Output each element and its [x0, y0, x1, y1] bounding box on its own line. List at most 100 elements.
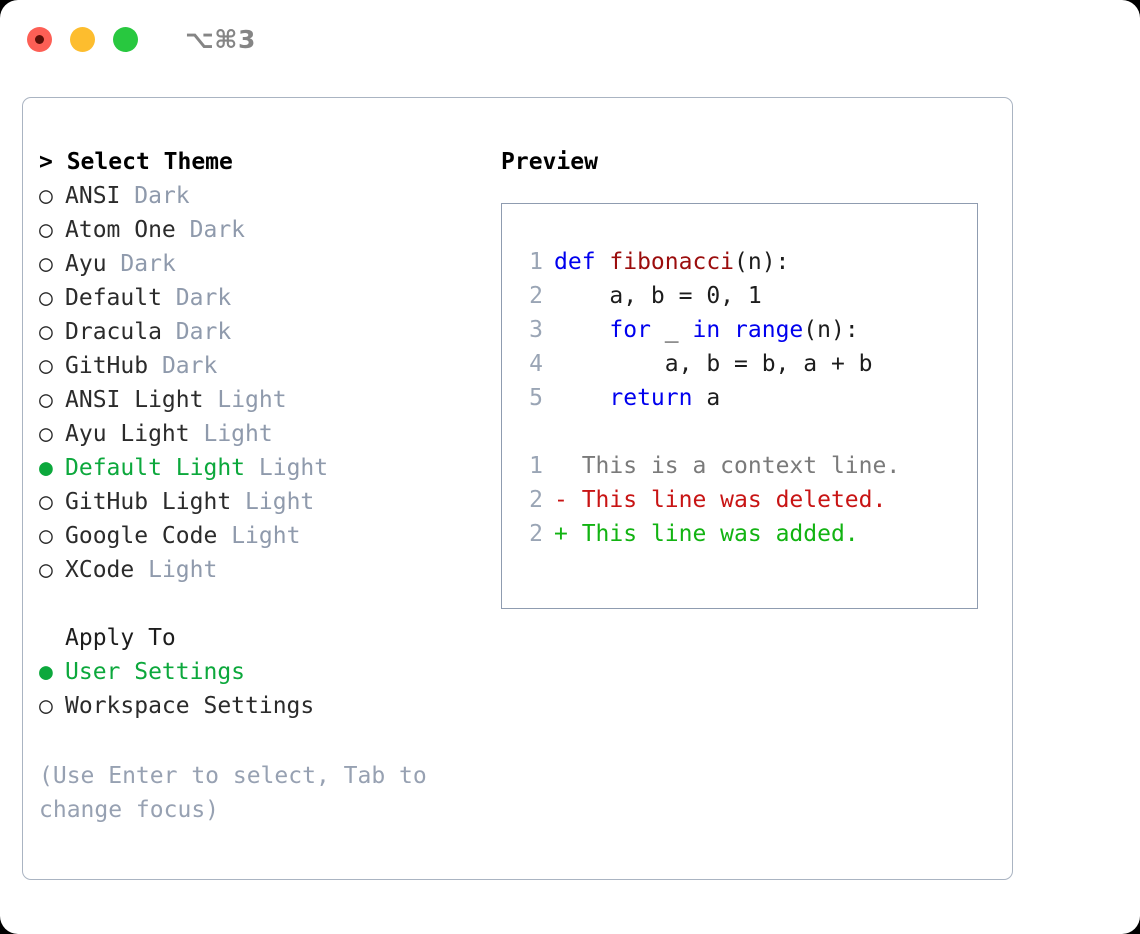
radio-unselected-icon: ○	[39, 319, 53, 345]
theme-option-xcode[interactable]: ○ XCode Light	[39, 553, 494, 587]
theme-name: Dracula	[65, 319, 162, 345]
minimize-button[interactable]	[70, 26, 95, 52]
diff-content: + This line was added.	[554, 521, 859, 547]
theme-option-atom-one[interactable]: ○ Atom One Dark	[39, 213, 494, 247]
code-token: fibonacci	[609, 249, 735, 275]
theme-option-ansi[interactable]: ○ ANSI Dark	[39, 179, 494, 213]
code-token	[720, 317, 734, 343]
select-theme-header: > Select Theme	[39, 145, 494, 179]
theme-variant-tag: Light	[148, 557, 218, 583]
preview-header: Preview	[501, 149, 598, 175]
radio-unselected-icon: ○	[39, 217, 53, 243]
theme-variant-tag: Dark	[189, 217, 246, 243]
select-theme-title: Select Theme	[66, 149, 233, 175]
theme-variant-tag: Dark	[134, 183, 190, 209]
radio-selected-icon: ●	[39, 659, 53, 685]
apply-to-options: ●User Settings ○ Workspace Settings	[39, 655, 494, 723]
theme-option-default-light[interactable]: ●Default Light Light	[39, 451, 494, 485]
line-number: 4	[529, 351, 543, 377]
code-token: return	[609, 385, 693, 411]
line-number: 5	[529, 385, 543, 411]
maximize-button[interactable]	[113, 26, 138, 52]
apply-to-header: Apply To	[65, 625, 176, 651]
theme-name: GitHub Light	[65, 489, 232, 515]
theme-variant-tag: Light	[203, 421, 273, 447]
prompt-caret: >	[39, 149, 67, 175]
code-token: a	[692, 385, 721, 411]
radio-selected-icon: ●	[39, 455, 53, 481]
theme-option-dracula[interactable]: ○ Dracula Dark	[39, 315, 494, 349]
theme-name: ANSI	[65, 183, 121, 209]
theme-selector-column: > Select Theme ○ANSI Dark○Atom One Dark○…	[39, 145, 494, 723]
code-line: 4 a, b = b, a + b	[517, 347, 971, 381]
diff-line-deleted: 2- This line was deleted.	[517, 483, 971, 517]
keyboard-hint: (Use Enter to select, Tab to change focu…	[39, 763, 441, 823]
close-button[interactable]	[27, 26, 52, 52]
theme-option-github[interactable]: ○ GitHub Dark	[39, 349, 494, 383]
theme-variant-tag: Dark	[175, 285, 232, 311]
diff-line-added: 2 + This line was added.	[517, 517, 971, 551]
radio-unselected-icon: ○	[39, 523, 53, 549]
preview-column: Preview	[501, 145, 996, 179]
apply-option-label: Workspace Settings	[65, 693, 315, 719]
radio-unselected-icon: ○	[39, 251, 53, 277]
list-spacer	[39, 587, 494, 621]
theme-option-github-light[interactable]: ○ GitHub Light Light	[39, 485, 494, 519]
theme-option-ayu-light[interactable]: ○Ayu Light Light	[39, 417, 494, 451]
code-token: def	[554, 249, 610, 275]
code-diff-separator	[517, 415, 971, 449]
diff-text: This line was deleted.	[567, 487, 887, 513]
line-number: 2	[529, 487, 543, 513]
radio-unselected-icon: ○	[39, 183, 53, 209]
diff-line-context: 1 This is a context line.	[517, 449, 971, 483]
theme-name: Ayu Light	[65, 421, 190, 447]
radio-unselected-icon: ○	[39, 489, 53, 515]
code-token: (n):	[734, 249, 790, 275]
theme-option-default[interactable]: ○ Default Dark	[39, 281, 494, 315]
main-panel: > Select Theme ○ANSI Dark○Atom One Dark○…	[22, 97, 1013, 880]
radio-unselected-icon: ○	[39, 387, 53, 413]
theme-name: Google Code	[65, 523, 218, 549]
theme-name: Ayu	[65, 251, 107, 277]
window-titlebar: ⌥⌘3	[0, 0, 1140, 78]
theme-name: GitHub	[65, 353, 149, 379]
code-token: (n):	[803, 317, 859, 343]
theme-option-ansi-light[interactable]: ○ANSI Light Light	[39, 383, 494, 417]
radio-unselected-icon: ○	[39, 693, 53, 719]
line-number: 1	[529, 453, 543, 479]
diff-marker: +	[554, 521, 568, 547]
theme-variant-tag: Light	[258, 455, 329, 481]
apply-option-workspace-settings[interactable]: ○ Workspace Settings	[39, 689, 494, 723]
window-title: ⌥⌘3	[185, 24, 256, 54]
diff-text: This is a context line.	[567, 453, 901, 479]
theme-name: Atom One	[65, 217, 176, 243]
theme-option-google-code[interactable]: ○ Google Code Light	[39, 519, 494, 553]
theme-variant-tag: Dark	[120, 251, 176, 277]
theme-name: XCode	[65, 557, 135, 583]
radio-unselected-icon: ○	[39, 557, 53, 583]
code-token	[554, 317, 609, 343]
code-line: 2 a, b = 0, 1	[517, 279, 971, 313]
radio-unselected-icon: ○	[39, 285, 53, 311]
theme-variant-tag: Light	[245, 489, 315, 515]
code-line: 5 return a	[517, 381, 971, 415]
theme-variant-tag: Light	[217, 387, 287, 413]
theme-name: Default	[65, 285, 162, 311]
theme-list: ○ ANSI Dark ○ Atom One Dark ○ Ayu Dark ○ Defaul…	[39, 179, 494, 587]
theme-option-ayu[interactable]: ○ Ayu Dark	[39, 247, 494, 281]
diff-marker	[554, 453, 568, 479]
diff-sample: 1 This is a context line.2- This line wa…	[517, 449, 971, 551]
theme-variant-tag: Dark	[175, 319, 232, 345]
apply-option-user-settings[interactable]: ●User Settings	[39, 655, 494, 689]
line-number: 2	[529, 283, 543, 309]
code-token	[554, 385, 609, 411]
theme-variant-tag: Light	[231, 523, 301, 549]
code-token: _	[650, 317, 693, 343]
radio-unselected-icon: ○	[39, 353, 53, 379]
theme-variant-tag: Dark	[161, 353, 218, 379]
code-token: a, b = 0, 1	[554, 283, 762, 309]
line-number: 2	[529, 521, 543, 547]
